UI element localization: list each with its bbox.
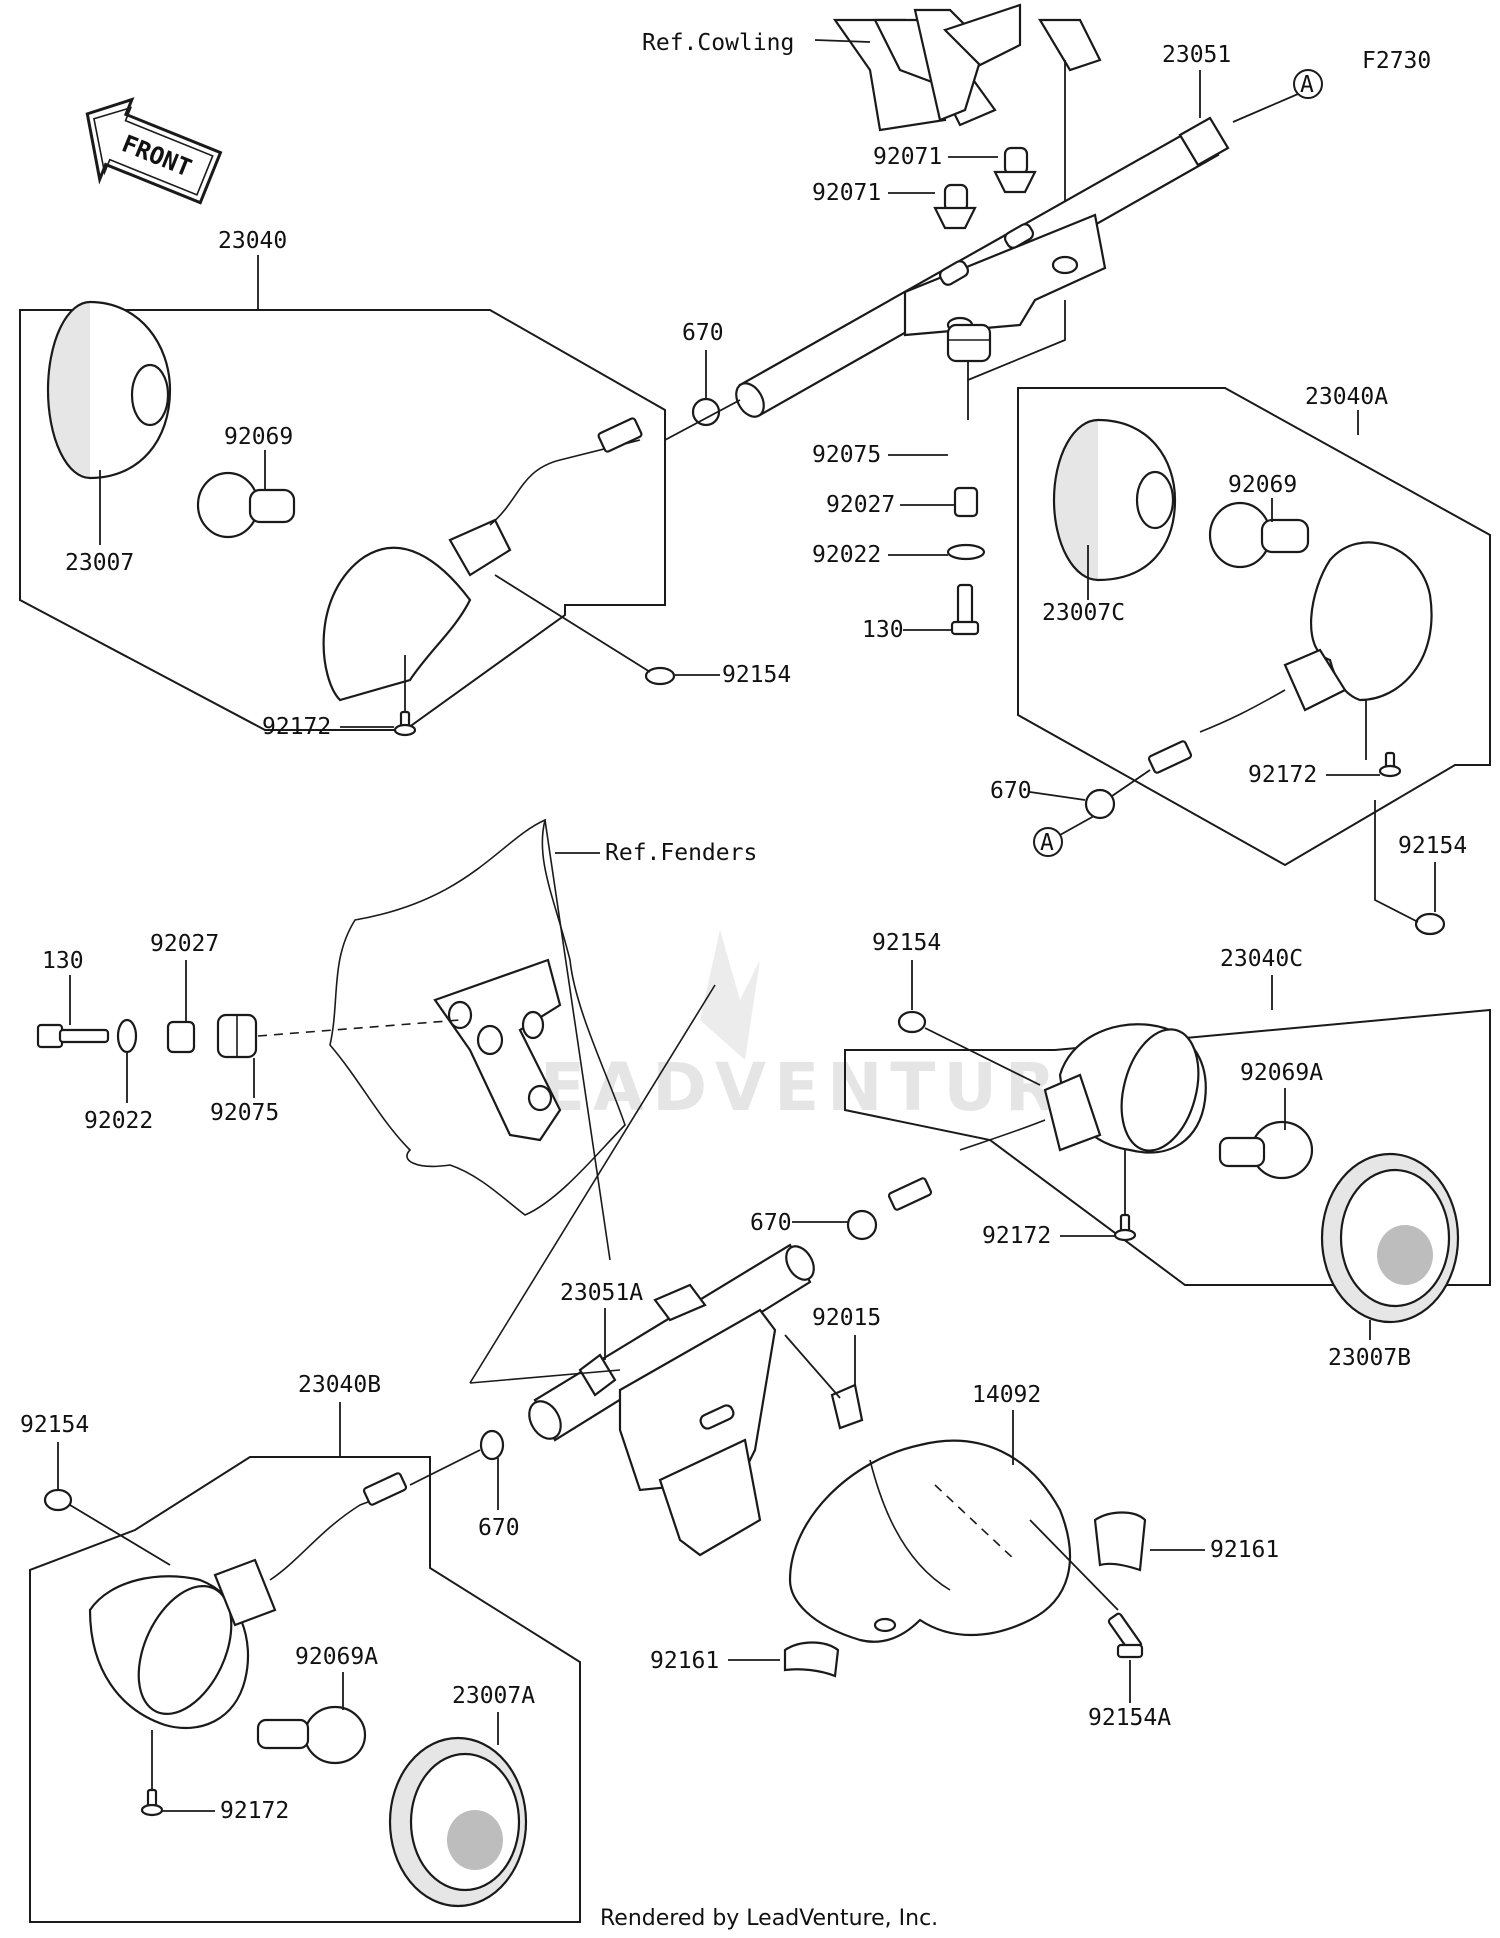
callout-14092: 14092 (972, 1382, 1041, 1408)
turn-signal-shell-23040 (322, 417, 643, 702)
screw-92154-d (43, 1488, 73, 1512)
oring-670-upper (691, 397, 721, 427)
bulb-92069A-left (256, 1705, 367, 1765)
washer-92022-upper (946, 543, 986, 561)
turn-signal-shell-23040C (887, 1023, 1207, 1211)
watermark-text: LEADVENTURE (490, 1049, 1117, 1126)
crossbar-23051A (528, 1243, 815, 1557)
group-outline-23040B (29, 1456, 581, 1923)
callout-130-upper: 130 (862, 617, 904, 643)
group-outline-23040A (1017, 387, 1491, 867)
callout-92075-upper: 92075 (812, 442, 881, 468)
oring-670-lower (479, 1429, 505, 1461)
screw-92172-c (1113, 1213, 1137, 1242)
watermark: LEADVENTURE (490, 930, 1117, 1126)
callout-23007A: 23007A (452, 1683, 535, 1709)
housing-23007 (46, 300, 172, 480)
screw-92154-a (644, 666, 676, 686)
callout-23007: 23007 (65, 550, 134, 576)
callout-23051: 23051 (1162, 42, 1231, 68)
footer-credit: Rendered by LeadVenture, Inc. (600, 1906, 938, 1931)
callout-23007C: 23007C (1042, 600, 1125, 626)
turn-signal-shell-23040A (1147, 541, 1433, 774)
callout-92172-a: 92172 (262, 714, 331, 740)
callout-92069-upper: 92069 (224, 424, 293, 450)
collar-92027-left (166, 1020, 196, 1054)
callout-92022-left: 92022 (84, 1108, 153, 1134)
lens-23007A (388, 1736, 528, 1908)
screw-92172-a (393, 710, 417, 737)
collar-92027-upper (953, 486, 979, 518)
cover-14092 (788, 1439, 1072, 1643)
figure-code: F2730 (1362, 48, 1431, 74)
callout-670-lower: 670 (478, 1515, 520, 1541)
ref-cowling-label: Ref.Cowling (642, 30, 794, 56)
marker-a-mid: A (1033, 827, 1063, 857)
screw-92172-b (1378, 751, 1402, 778)
crossbar-23051 (735, 116, 1230, 418)
callout-23040B: 23040B (298, 1372, 381, 1398)
lens-23007B (1320, 1152, 1460, 1324)
callout-92027-left: 92027 (150, 931, 219, 957)
housing-23007C (1052, 418, 1177, 582)
callout-92069A-left: 92069A (295, 1644, 378, 1670)
callout-92161-left: 92161 (650, 1648, 719, 1674)
clip-92015 (830, 1383, 864, 1430)
callout-670-mid: 670 (750, 1210, 792, 1236)
screw-92154-b (1414, 912, 1446, 936)
bulb-92069-right (1208, 501, 1310, 569)
callout-92022-upper: 92022 (812, 542, 881, 568)
grommet-92075-upper (946, 323, 992, 363)
bolt-130-upper (950, 583, 980, 636)
callout-92154-a: 92154 (722, 662, 791, 688)
group-outline-23040C (844, 1008, 1491, 1286)
callout-92075-left: 92075 (210, 1100, 279, 1126)
callout-92161-right: 92161 (1210, 1537, 1279, 1563)
svg-text:A: A (1300, 72, 1314, 98)
oring-670-mid (846, 1209, 878, 1241)
marker-a-top: A (1293, 69, 1323, 99)
callout-130-left: 130 (42, 948, 84, 974)
callout-92069A-right: 92069A (1240, 1060, 1323, 1086)
bulb-92069A-right (1218, 1120, 1314, 1180)
screw-92172-d (140, 1788, 164, 1817)
callout-92071-top: 92071 (873, 144, 942, 170)
cowling-bracket-ref (814, 3, 1102, 255)
screw-92154-c (897, 1010, 927, 1034)
bulb-92069-upper (196, 471, 296, 539)
ref-fenders-label: Ref.Fenders (605, 840, 757, 866)
callout-92154-d: 92154 (20, 1412, 89, 1438)
grommet-92075-left (216, 1013, 258, 1059)
pad-92161-left (783, 1641, 840, 1678)
callout-670-upper: 670 (682, 320, 724, 346)
callout-92154A: 92154A (1088, 1705, 1171, 1731)
bolt-92154A (1107, 1612, 1144, 1659)
callout-92172-d: 92172 (220, 1798, 289, 1824)
callout-92071-low: 92071 (812, 180, 881, 206)
callout-92172-c: 92172 (982, 1223, 1051, 1249)
callout-92154-b: 92154 (1398, 833, 1467, 859)
callout-23040C: 23040C (1220, 946, 1303, 972)
callout-23051A: 23051A (560, 1280, 643, 1306)
callout-23040A: 23040A (1305, 384, 1388, 410)
callout-23040: 23040 (218, 228, 287, 254)
callout-92172-b: 92172 (1248, 762, 1317, 788)
callout-92069-right: 92069 (1228, 472, 1297, 498)
callout-92015: 92015 (812, 1305, 881, 1331)
turn-signal-shell-23040B (88, 1472, 408, 1730)
svg-text:A: A (1040, 830, 1054, 856)
part-92071 (933, 146, 1037, 230)
front-arrow-icon: FRONT (85, 97, 223, 205)
callout-92027-upper: 92027 (826, 492, 895, 518)
group-outline-23040 (19, 309, 666, 731)
callout-23007B: 23007B (1328, 1345, 1411, 1371)
bolt-130-left (36, 1023, 110, 1049)
oring-670-right (1084, 788, 1116, 820)
pad-92161-right (1093, 1511, 1147, 1572)
callout-670-right: 670 (990, 778, 1032, 804)
fender-bracket-ref (329, 818, 626, 1261)
callout-92154-c: 92154 (872, 930, 941, 956)
washer-92022-left (116, 1018, 138, 1054)
